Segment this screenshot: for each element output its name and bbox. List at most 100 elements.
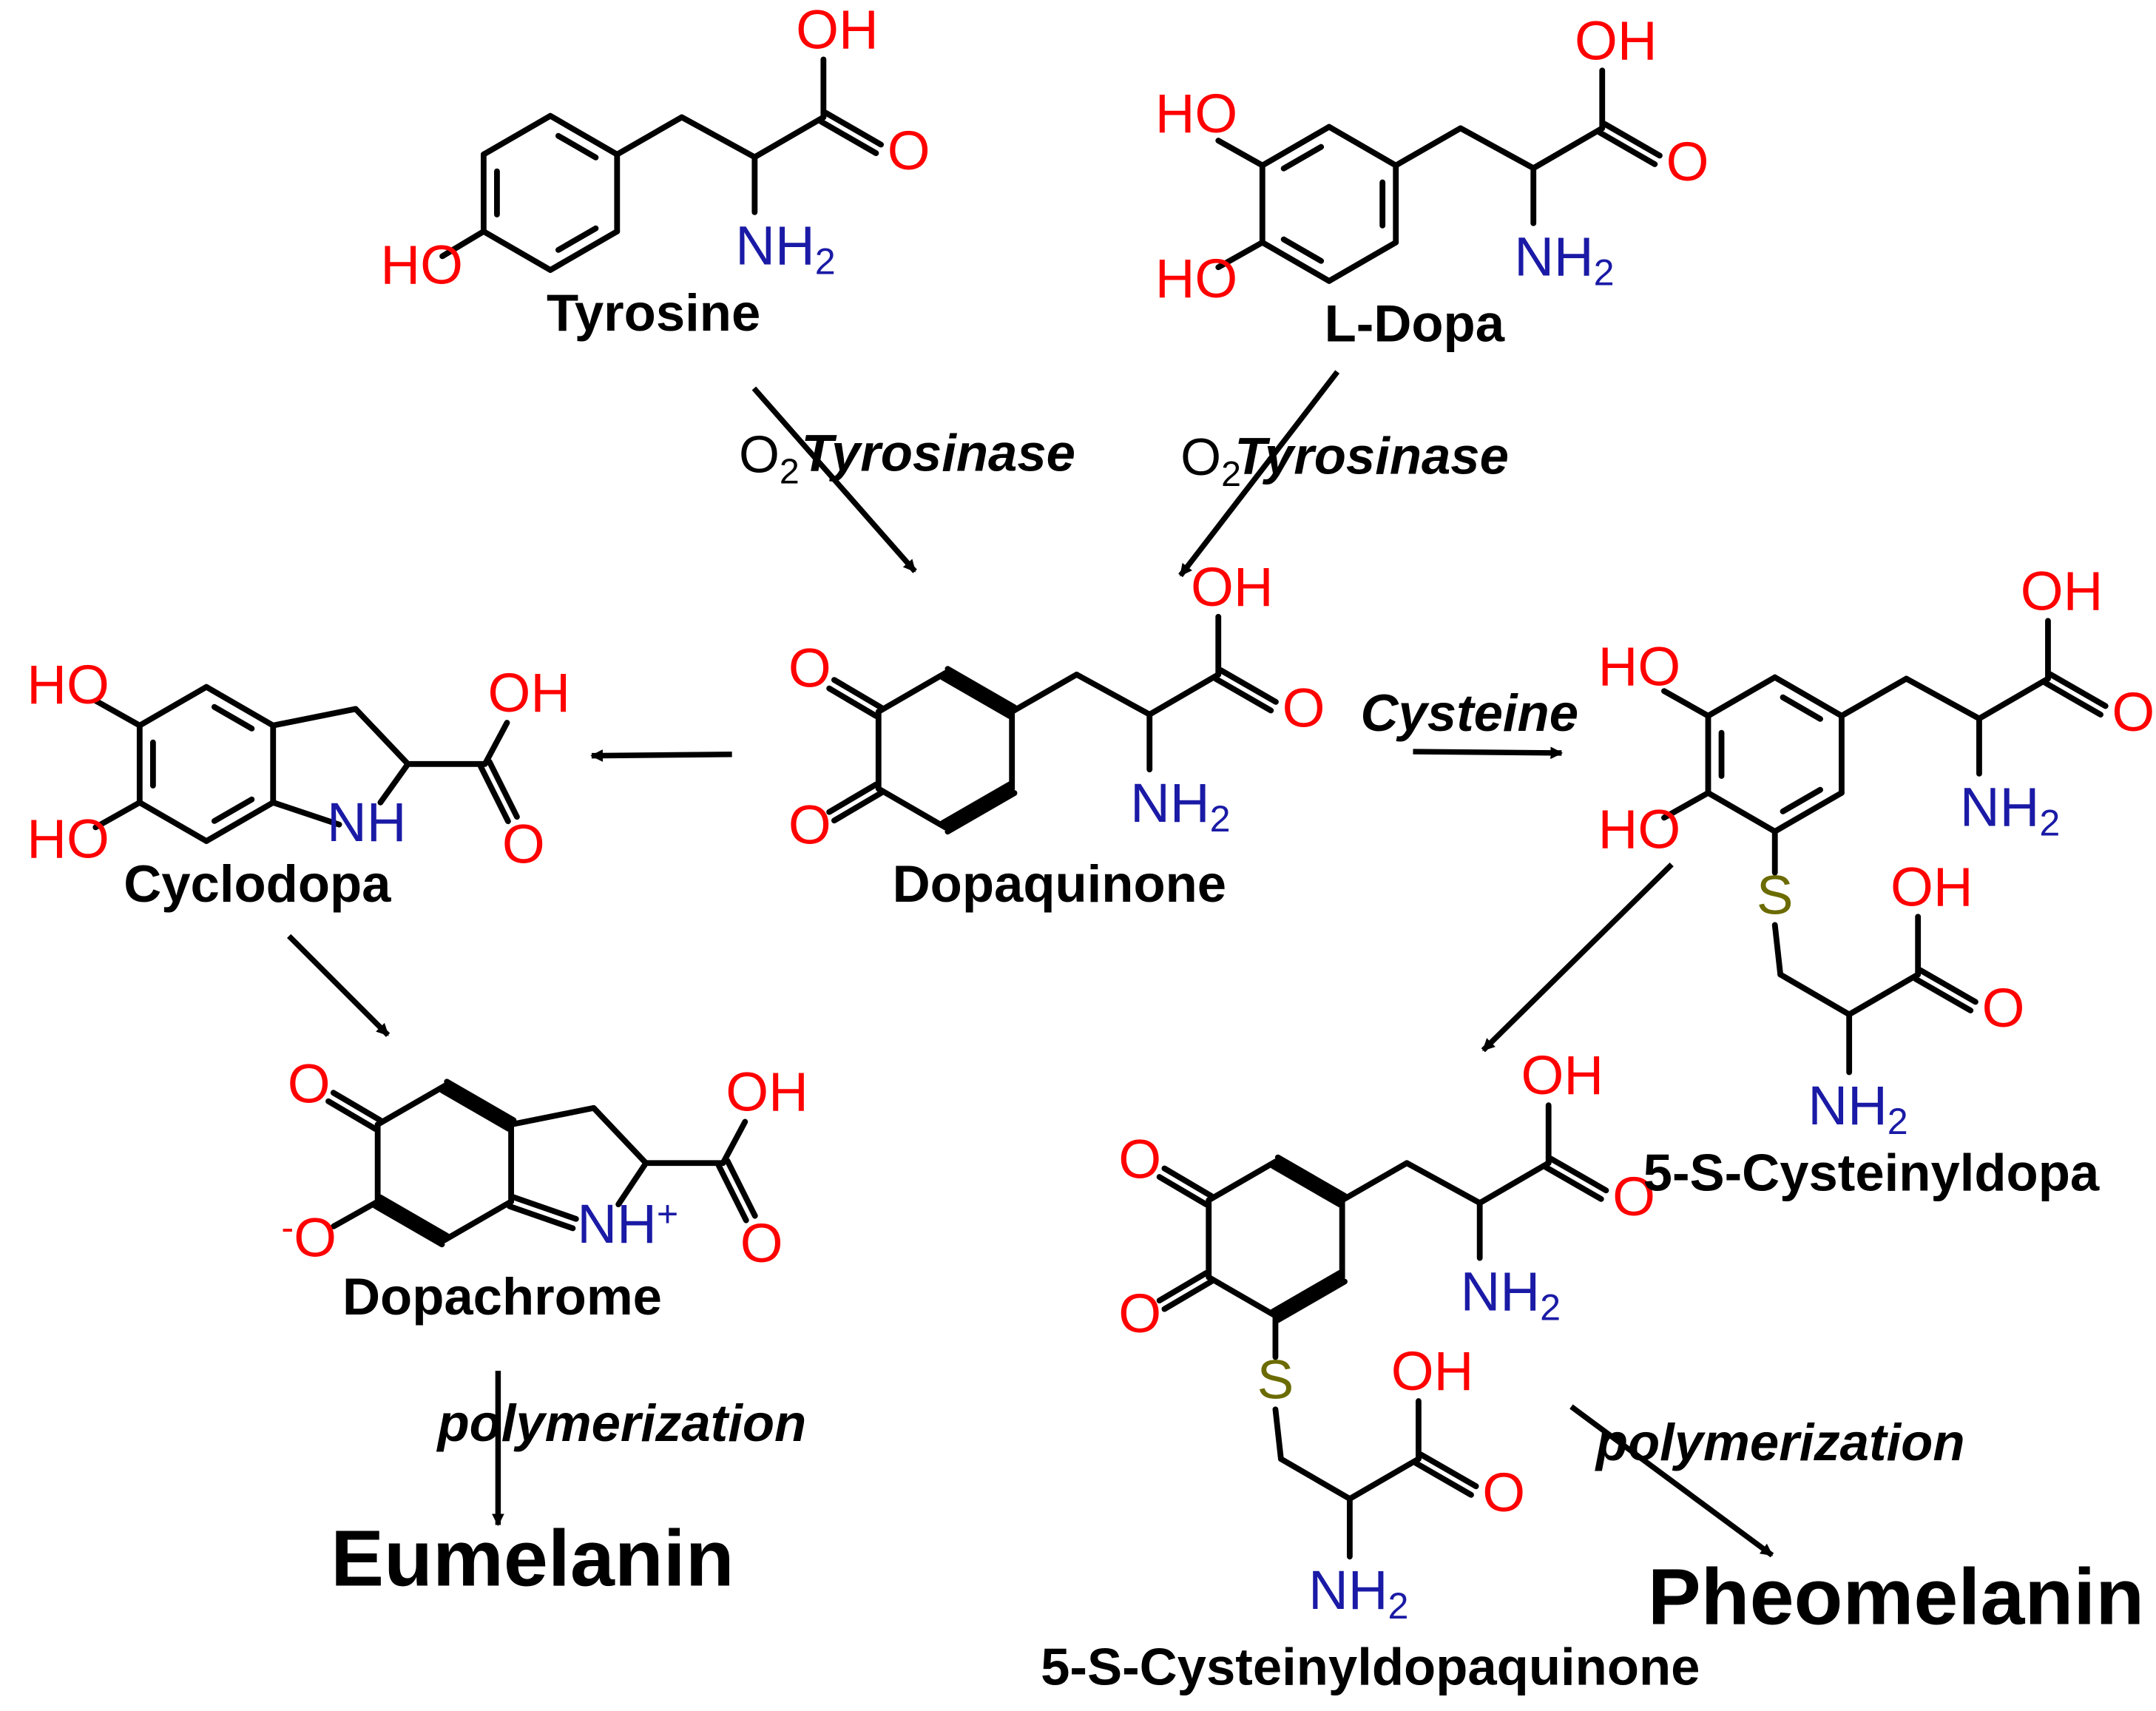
dopaquinone-ring-double <box>944 790 1018 835</box>
cysteinyldopa-side-chain-bond <box>1976 675 2051 722</box>
cysteinyldopaquinone-oxygen-label-2: O <box>1118 1283 1161 1344</box>
cysteinyldopaquinone-carbonyl-2 <box>1156 1269 1209 1304</box>
cysteinyldopaquinone-side-chain-bond <box>1404 1160 1483 1207</box>
cysteinyldopa-cysteine-bond <box>1846 971 1922 1018</box>
cyclodopa-nh-label: NH <box>327 792 406 853</box>
tyrosine-side-chain-bond <box>678 114 758 161</box>
cyclodopa-carbonyl <box>477 763 511 825</box>
cysteinyldopa-cysteine-bond <box>1771 922 1784 978</box>
cysteinyldopaquinone-cysteine-sulfur-label: S <box>1257 1349 1294 1410</box>
ring-bond <box>1705 674 1778 719</box>
dopachrome-ring-bond <box>590 1104 649 1167</box>
dopaquinone-ring-double <box>939 674 1013 719</box>
cysteinyldopa-label: 5-S-Cysteinyldopa <box>1643 1143 2100 1201</box>
tyrosine-to-dopaquinone-arrow <box>751 386 917 573</box>
dopachrome-imine-double <box>506 1203 576 1232</box>
oxygen-reagent-1: O2 <box>739 425 800 491</box>
ring-bond <box>1259 239 1332 284</box>
dopachrome-ring-double <box>439 1087 512 1132</box>
cyclodopa-hydroxyl-label-2: HO <box>27 808 109 869</box>
aromatic-inner-bond <box>1280 236 1325 264</box>
cyclodopa-carbonyl-oxygen-label: O <box>502 814 545 875</box>
ldopa-side-chain-bond <box>1393 125 1464 169</box>
cysteinyldopaquinone-cysteine-bond <box>1277 1456 1353 1502</box>
aromatic-inner-bond <box>555 132 599 161</box>
aromatic-inner-bond <box>555 225 599 253</box>
dopachrome-carbonyl <box>715 1162 749 1224</box>
ldopa-oh-bond-2 <box>1215 239 1265 271</box>
cysteinyldopaquinone-ring-double <box>1274 1278 1348 1323</box>
tyrosine-side-chain-hydroxyl-label: OH <box>796 0 879 60</box>
quinone-to-pheomelanin-arrow <box>1569 1404 1774 1558</box>
polymerization-condition-2: polymerization <box>1595 1413 1965 1471</box>
cysteinyldopaquinone-cysteine-carbonyl-oxygen-label: O <box>1482 1462 1525 1523</box>
tyrosine-side-chain-carbonyl <box>822 109 885 148</box>
dopachrome-carbonyl-ring <box>325 1098 379 1132</box>
dopaquinone-side-chain-bond <box>1009 671 1080 715</box>
cysteinyldopaquinone-side-chain-bond <box>1339 1160 1410 1204</box>
ring-bond <box>374 1083 447 1128</box>
ldopa-side-chain-carbonyl <box>1597 129 1658 167</box>
cysteinyldopa-cysteine-carbonyl-oxygen-label: O <box>1982 977 2025 1039</box>
reaction-arrows <box>287 370 1774 1558</box>
cyclodopa-hydroxyl-label-1: HO <box>27 654 109 715</box>
dopaquinone-side-chain-bond <box>1146 671 1222 718</box>
ldopa-oh-bond-1 <box>1215 138 1265 169</box>
cysteinyldopaquinone-ring-double <box>1270 1269 1343 1315</box>
cysteinyldopaquinone-side-chain-amine-label: NH2 <box>1461 1261 1561 1328</box>
cysteinyldopaquinone-cysteine-carbonyl <box>1418 1451 1479 1490</box>
cysteinyldopaquinone-carbonyl-1 <box>1156 1174 1209 1208</box>
bond-lines <box>92 56 2109 1560</box>
ring-bond <box>1206 1274 1279 1319</box>
oxygen-reagent-2: O2 <box>1180 428 1241 494</box>
ring-bond <box>547 228 621 273</box>
ring-bond <box>1259 124 1332 169</box>
ring-bond <box>441 1083 514 1128</box>
cysteinyldopa-side-chain-amine-label: NH2 <box>1960 777 2060 844</box>
dopaquinone-side-chain-carbonyl <box>1217 667 1279 705</box>
ring-bond <box>203 799 277 844</box>
cyclodopa-hydroxyl-label: OH <box>487 662 570 723</box>
cysteinyldopa-side-chain-carbonyl <box>2047 671 2109 709</box>
tyrosine-side-chain-bond <box>751 114 827 161</box>
ring-bond <box>1326 124 1399 169</box>
cyclodopa-carboxyl-bond <box>481 720 510 767</box>
ldopa-side-chain-amine-label: NH2 <box>1514 226 1614 293</box>
cysteinyldopa-cysteine-bond <box>1777 971 1853 1018</box>
cysteinyldopaquinone-carbonyl-1 <box>1161 1165 1214 1199</box>
cysteinyldopa-cysteine-sulfur-label: S <box>1757 865 1794 926</box>
cyclodopa-oh-bond-2 <box>92 799 143 831</box>
ring-bond <box>942 786 1016 831</box>
cysteinyldopaquinone-cysteine-amine-label: NH2 <box>1308 1559 1408 1627</box>
ldopa-to-dopaquinone-arrow <box>1178 370 1340 578</box>
ring-bond <box>1272 1274 1345 1319</box>
cysteinyldopaquinone-side-chain-carbonyl <box>1543 1164 1604 1202</box>
aromatic-inner-bond <box>211 796 255 824</box>
ldopa-hydroxyl-label-1: HO <box>1155 83 1238 144</box>
dopaquinone-side-chain-bond <box>1073 671 1153 718</box>
cysteinyldopaquinone-side-chain-carbonyl-oxygen-label: O <box>1612 1166 1655 1227</box>
dopachrome-ring-bond <box>615 1160 649 1207</box>
dopaquinone-side-chain-hydroxyl-label: OH <box>1191 556 1274 618</box>
dopachrome-oxygen-label: O <box>288 1053 331 1114</box>
ring-bond <box>1705 789 1778 834</box>
eumelanin-label: Eumelanin <box>331 1513 734 1602</box>
cyclodopa-carbonyl <box>486 758 520 820</box>
pheomelanin-label: Pheomelanin <box>1648 1551 2144 1641</box>
dopachrome-ring-double <box>444 1079 517 1124</box>
cysteinyldopa-cysteine-amine-label: NH2 <box>1808 1075 1907 1142</box>
cyclodopa-to-dopachrome-arrow <box>287 934 391 1037</box>
cysteinyldopaquinone-oxygen-label-1: O <box>1118 1129 1161 1190</box>
tyrosine-side-chain-bond <box>614 114 685 158</box>
dopachrome-ring-double <box>377 1194 450 1239</box>
tyrosinase-condition-2: Tyrosinase <box>1234 426 1509 485</box>
tyrosine-hydroxyl-label: HO <box>380 234 463 296</box>
tyrosine-side-chain-carbonyl <box>818 118 879 156</box>
cyclodopa-ring-bond <box>352 706 411 767</box>
dopachrome-oxide-label: -O <box>281 1207 337 1268</box>
dopaquinone-ring-double <box>939 781 1013 826</box>
cyclodopa-oh-bond-1 <box>92 698 143 729</box>
